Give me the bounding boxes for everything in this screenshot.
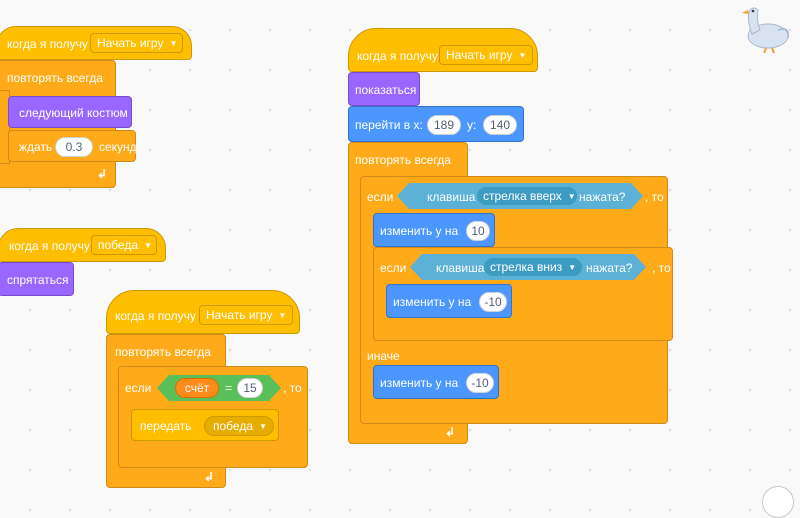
loop-arrow-icon: ↲ [204, 470, 215, 484]
key-value: стрелка вниз [490, 260, 563, 274]
equals-sign: = [225, 381, 233, 395]
show-block[interactable]: показаться [348, 72, 420, 106]
change-y-block[interactable]: изменить y на 10 [373, 213, 495, 247]
chevron-down-icon: ▼ [259, 421, 267, 431]
goose-sprite [742, 7, 790, 54]
change-y-input[interactable]: -10 [466, 373, 494, 393]
broadcast-block[interactable]: передать победа ▼ [131, 409, 279, 441]
forever-label: повторять всегда [355, 153, 451, 167]
key-label: клавиша [436, 261, 485, 275]
wait-label: ждать [19, 140, 53, 154]
chevron-down-icon: ▼ [169, 38, 178, 48]
pressed-label: нажата? [586, 261, 633, 275]
x-input[interactable]: 189 [427, 115, 461, 135]
next-costume-label: следующий костюм [19, 106, 128, 120]
change-y-block[interactable]: изменить y на -10 [386, 284, 512, 318]
if-else-block[interactable]: если клавиша стрелка вверх ▼ нажата? , т… [360, 176, 673, 424]
message-dropdown[interactable]: победа ▼ [91, 235, 157, 255]
hat-label: когда я получу [115, 309, 196, 323]
when-i-receive-hat-block[interactable]: когда я получу Начать игру ▼ [0, 26, 192, 60]
hat-label: когда я получу [357, 49, 438, 63]
change-y-label: изменить y на [393, 295, 472, 309]
change-y-label: изменить y на [380, 224, 459, 238]
nested-if-block[interactable]: если клавиша стрелка вниз ▼ нажата? , то… [373, 247, 673, 341]
message-value: Начать игру [446, 48, 513, 62]
message-dropdown[interactable]: Начать игру ▼ [199, 305, 293, 325]
chevron-down-icon: ▼ [278, 310, 287, 320]
message-dropdown[interactable]: Начать игру ▼ [90, 33, 183, 53]
message-value: Начать игру [97, 36, 164, 50]
loop-arrow-icon: ↲ [97, 167, 108, 181]
workspace-corner-control[interactable] [762, 486, 794, 518]
broadcast-label: передать [140, 419, 192, 433]
broadcast-message-value: победа [213, 419, 253, 433]
when-i-receive-hat-block[interactable]: когда я получу победа ▼ [0, 228, 166, 262]
when-i-receive-hat-block[interactable]: когда я получу Начать игру ▼ [348, 28, 538, 72]
forever-label: повторять всегда [7, 71, 103, 85]
else-label: иначе [367, 349, 400, 363]
change-y-input[interactable]: -10 [479, 292, 507, 312]
hat-label: когда я получу [7, 37, 88, 51]
message-value: Начать игру [206, 308, 273, 322]
show-label: показаться [355, 83, 417, 97]
broadcast-message-dropdown[interactable]: победа ▼ [204, 416, 274, 436]
message-value: победа [98, 238, 138, 252]
key-label: клавиша [427, 190, 476, 204]
if-label: если [380, 261, 407, 275]
y-input[interactable]: 140 [483, 115, 517, 135]
then-label: , то [283, 381, 302, 395]
y-label: y: [467, 118, 477, 132]
wait-block[interactable]: ждать 0.3 секунд [8, 130, 137, 162]
chevron-down-icon: ▼ [518, 50, 527, 60]
hide-label: спрятаться [7, 273, 69, 287]
chevron-down-icon: ▼ [568, 262, 577, 272]
go-to-xy-block[interactable]: перейти в x: 189 y: 140 [348, 106, 524, 142]
change-y-block[interactable]: изменить y на -10 [373, 365, 499, 399]
then-label: , то [652, 261, 671, 275]
key-dropdown[interactable]: стрелка вниз ▼ [484, 258, 582, 276]
hide-block[interactable]: спрятаться [0, 262, 74, 296]
equals-value-input[interactable]: 15 [237, 378, 263, 398]
if-block[interactable]: если счёт = 15 , то передать победа ▼ [118, 366, 308, 468]
pressed-label: нажата? [579, 190, 626, 204]
forever-label: повторять всегда [115, 345, 211, 359]
chevron-down-icon: ▼ [567, 191, 576, 201]
wait-unit-label: секунд [99, 140, 137, 154]
then-label: , то [645, 190, 664, 204]
next-costume-block[interactable]: следующий костюм [8, 96, 132, 128]
wait-seconds-input[interactable]: 0.3 [55, 137, 93, 157]
message-dropdown[interactable]: Начать игру ▼ [439, 45, 533, 65]
if-label: если [125, 381, 152, 395]
if-label: если [367, 190, 394, 204]
key-dropdown[interactable]: стрелка вверх ▼ [477, 187, 577, 205]
change-y-label: изменить y на [380, 376, 459, 390]
when-i-receive-hat-block[interactable]: когда я получу Начать игру ▼ [106, 290, 300, 334]
hat-label: когда я получу [9, 239, 90, 253]
go-to-label: перейти в x: [355, 118, 423, 132]
chevron-down-icon: ▼ [144, 240, 152, 250]
score-variable[interactable]: счёт [175, 378, 219, 398]
change-y-input[interactable]: 10 [466, 221, 490, 241]
key-value: стрелка вверх [483, 189, 562, 203]
loop-arrow-icon: ↲ [445, 425, 456, 439]
